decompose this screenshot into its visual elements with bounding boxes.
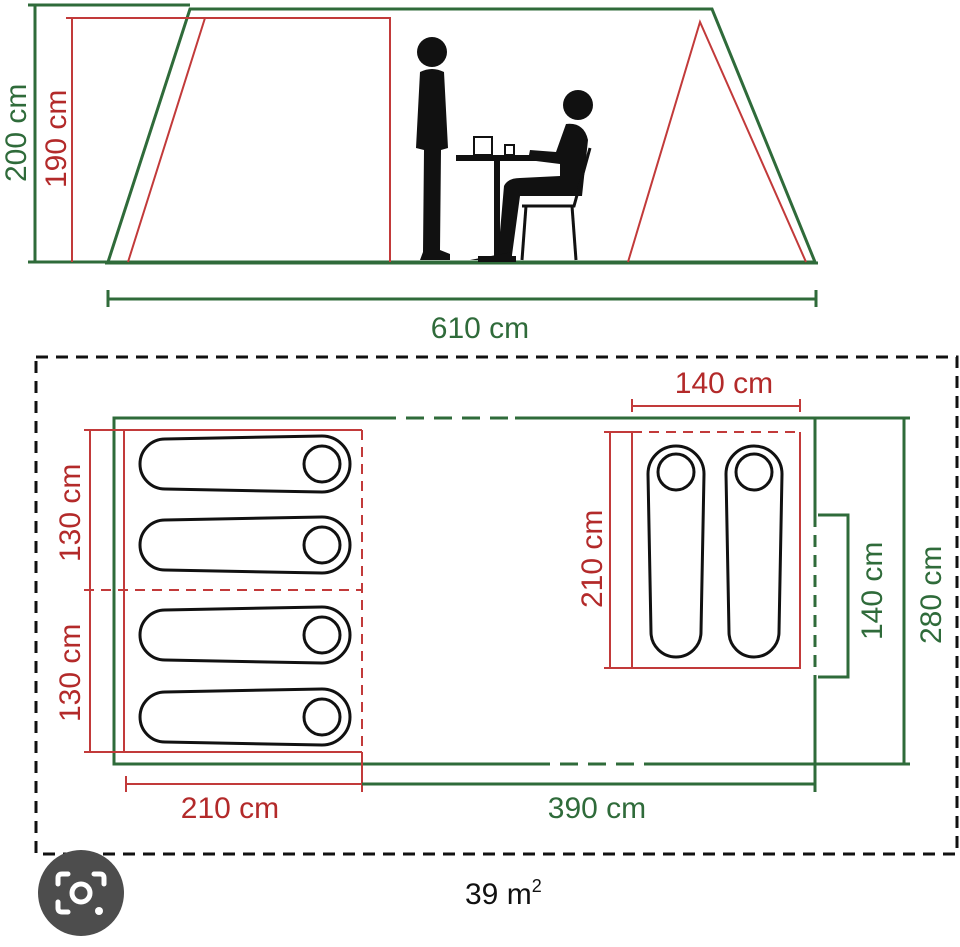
bay-upper-label: 130 cm [54, 464, 87, 562]
area-unit-superscript: 2 [532, 876, 542, 896]
sleeping-bag-icon [138, 687, 352, 747]
sleeping-bag-icon [138, 515, 352, 575]
table-icon [456, 136, 538, 262]
area-label: 39 m2 [465, 876, 542, 911]
standing-person-icon [416, 37, 450, 260]
cabin-width-label: 140 cm [675, 367, 773, 400]
google-lens-icon [55, 871, 107, 915]
right-bedroom-outline [631, 432, 801, 669]
outer-tent-outline [105, 7, 818, 264]
side-view: 200 cm 190 cm 610 cm [0, 3, 818, 345]
seated-person-icon [470, 90, 593, 261]
footprint-outline [34, 355, 959, 856]
floor-outline-right-bottom [658, 677, 817, 766]
floor-plan: 140 cm 210 cm 130 cm 130 cm 140 cm 280 c… [34, 355, 959, 856]
sleeping-bag-icon [138, 605, 352, 665]
bay-lower-label: 130 cm [54, 624, 87, 722]
length-label: 610 cm [431, 312, 529, 345]
height-outer-label: 200 cm [0, 84, 33, 182]
sleeping-bag-icon [138, 434, 352, 494]
inner-cabin-left [127, 17, 391, 263]
height-inner-label: 190 cm [40, 90, 73, 188]
lens-button[interactable] [38, 850, 124, 936]
sleeping-bag-icon [724, 444, 784, 659]
door-width-label: 140 cm [856, 542, 889, 640]
living-length-label: 390 cm [548, 792, 646, 825]
total-width-label: 280 cm [915, 546, 948, 644]
inner-cabin-right [627, 19, 807, 263]
cabin-depth-label: 210 cm [576, 510, 609, 608]
sleeping-bag-icon [646, 444, 706, 659]
door-bracket [818, 513, 850, 679]
bedroom-length-label: 210 cm [181, 792, 279, 825]
area-value: 39 m [465, 878, 532, 911]
floor-outline-left [112, 416, 532, 766]
